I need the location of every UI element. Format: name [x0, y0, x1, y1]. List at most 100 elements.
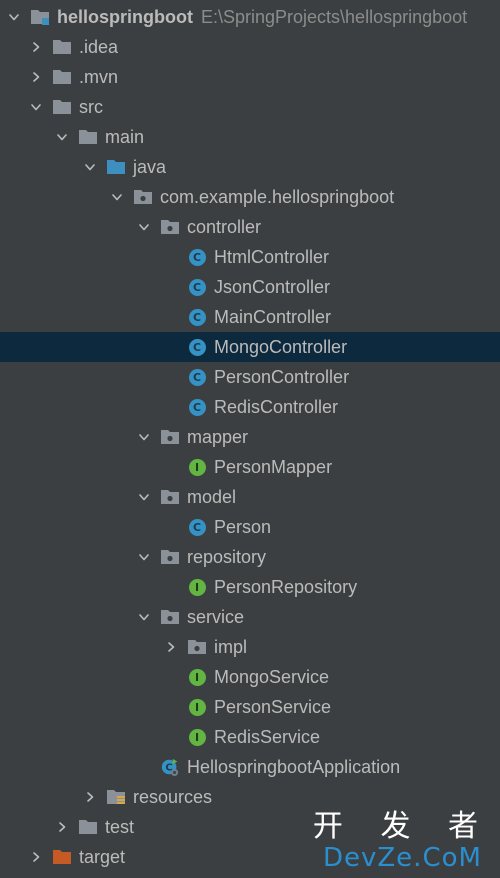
chevron-down-icon[interactable]: [82, 159, 98, 175]
tree-node-class[interactable]: C Person: [0, 512, 500, 542]
tree-node-label: HellospringbootApplication: [187, 757, 401, 777]
folder-icon: [78, 128, 98, 146]
tree-node-label: MongoController: [214, 337, 348, 357]
tree-node-label: service: [187, 607, 245, 627]
class-icon: C: [187, 308, 207, 326]
tree-node-impl[interactable]: impl: [0, 632, 500, 662]
class-icon: C: [187, 338, 207, 356]
chevron-down-icon[interactable]: [136, 549, 152, 565]
chevron-down-icon[interactable]: [136, 609, 152, 625]
chevron-down-icon[interactable]: [109, 189, 125, 205]
tree-node-label: model: [187, 487, 237, 507]
interface-icon: I: [187, 668, 207, 686]
tree-node-application-class[interactable]: HellospringbootApplication: [0, 752, 500, 782]
tree-node-java[interactable]: java: [0, 152, 500, 182]
tree-node-root[interactable]: hellospringboot E:\SpringProjects\hellos…: [0, 2, 500, 32]
tree-node-label: Person: [214, 517, 272, 537]
tree-node-label: hellospringboot: [57, 7, 193, 27]
tree-node-test[interactable]: test: [0, 812, 500, 842]
module-folder-icon: [30, 8, 50, 26]
class-icon: C: [187, 518, 207, 536]
tree-node-label: src: [79, 97, 103, 117]
tree-node-idea[interactable]: .idea: [0, 32, 500, 62]
interface-icon: I: [187, 698, 207, 716]
class-icon: C: [187, 398, 207, 416]
tree-node-label: RedisController: [214, 397, 339, 417]
class-icon: C: [187, 368, 207, 386]
tree-node-class[interactable]: C JsonController: [0, 272, 500, 302]
tree-node-package-root[interactable]: com.example.hellospringboot: [0, 182, 500, 212]
tree-node-target[interactable]: target: [0, 842, 500, 872]
chevron-down-icon[interactable]: [136, 429, 152, 445]
tree-node-label: MongoService: [214, 667, 330, 687]
tree-node-mvn[interactable]: .mvn: [0, 62, 500, 92]
interface-icon: I: [187, 578, 207, 596]
tree-node-class[interactable]: C MainController: [0, 302, 500, 332]
tree-node-interface[interactable]: I MongoService: [0, 662, 500, 692]
tree-node-service[interactable]: service: [0, 602, 500, 632]
tree-node-model[interactable]: model: [0, 482, 500, 512]
tree-node-main[interactable]: main: [0, 122, 500, 152]
tree-node-label: resources: [133, 787, 213, 807]
tree-node-label: main: [105, 127, 145, 147]
package-icon: [160, 218, 180, 236]
folder-icon: [52, 98, 72, 116]
tree-node-interface[interactable]: I PersonMapper: [0, 452, 500, 482]
tree-node-label: PersonMapper: [214, 457, 333, 477]
tree-node-mapper[interactable]: mapper: [0, 422, 500, 452]
folder-icon: [52, 68, 72, 86]
tree-node-interface[interactable]: I PersonService: [0, 692, 500, 722]
tree-node-label: .mvn: [79, 67, 119, 87]
tree-node-class[interactable]: C HtmlController: [0, 242, 500, 272]
tree-node-label: mapper: [187, 427, 249, 447]
tree-node-interface[interactable]: I PersonRepository: [0, 572, 500, 602]
chevron-down-icon[interactable]: [6, 9, 22, 25]
tree-node-controller[interactable]: controller: [0, 212, 500, 242]
tree-node-resources[interactable]: resources: [0, 782, 500, 812]
tree-node-label: MainController: [214, 307, 332, 327]
tree-node-label: impl: [214, 637, 248, 657]
interface-icon: I: [187, 728, 207, 746]
tree-node-src[interactable]: src: [0, 92, 500, 122]
package-icon: [160, 488, 180, 506]
tree-node-label: .idea: [79, 37, 119, 57]
tree-node-repository[interactable]: repository: [0, 542, 500, 572]
package-icon: [160, 548, 180, 566]
chevron-right-icon[interactable]: [54, 819, 70, 835]
tree-node-label: com.example.hellospringboot: [160, 187, 395, 207]
chevron-down-icon[interactable]: [28, 99, 44, 115]
project-path: E:\SpringProjects\hellospringboot: [200, 6, 468, 27]
chevron-right-icon[interactable]: [28, 39, 44, 55]
package-icon: [133, 188, 153, 206]
interface-icon: I: [187, 458, 207, 476]
folder-icon: [78, 818, 98, 836]
tree-node-label: target: [79, 847, 126, 867]
tree-node-label: HtmlController: [214, 247, 330, 267]
excluded-folder-icon: [52, 848, 72, 866]
folder-icon: [52, 38, 72, 56]
tree-node-label: java: [133, 157, 167, 177]
tree-node-label: JsonController: [214, 277, 331, 297]
chevron-right-icon[interactable]: [28, 69, 44, 85]
spring-boot-application-icon: [160, 758, 180, 776]
tree-node-interface[interactable]: I RedisService: [0, 722, 500, 752]
tree-node-label: PersonController: [214, 367, 350, 387]
tree-node-class[interactable]: C PersonController: [0, 362, 500, 392]
chevron-down-icon[interactable]: [54, 129, 70, 145]
class-icon: C: [187, 278, 207, 296]
class-icon: C: [187, 248, 207, 266]
chevron-right-icon[interactable]: [28, 849, 44, 865]
tree-node-label: PersonService: [214, 697, 332, 717]
package-icon: [160, 608, 180, 626]
chevron-down-icon[interactable]: [136, 219, 152, 235]
chevron-right-icon[interactable]: [163, 639, 179, 655]
chevron-down-icon[interactable]: [136, 489, 152, 505]
tree-node-label: repository: [187, 547, 267, 567]
resources-folder-icon: [106, 788, 126, 806]
tree-node-label: RedisService: [214, 727, 321, 747]
tree-node-label: controller: [187, 217, 262, 237]
tree-node-class-selected[interactable]: C MongoController: [0, 332, 500, 362]
chevron-right-icon[interactable]: [82, 789, 98, 805]
tree-node-class[interactable]: C RedisController: [0, 392, 500, 422]
